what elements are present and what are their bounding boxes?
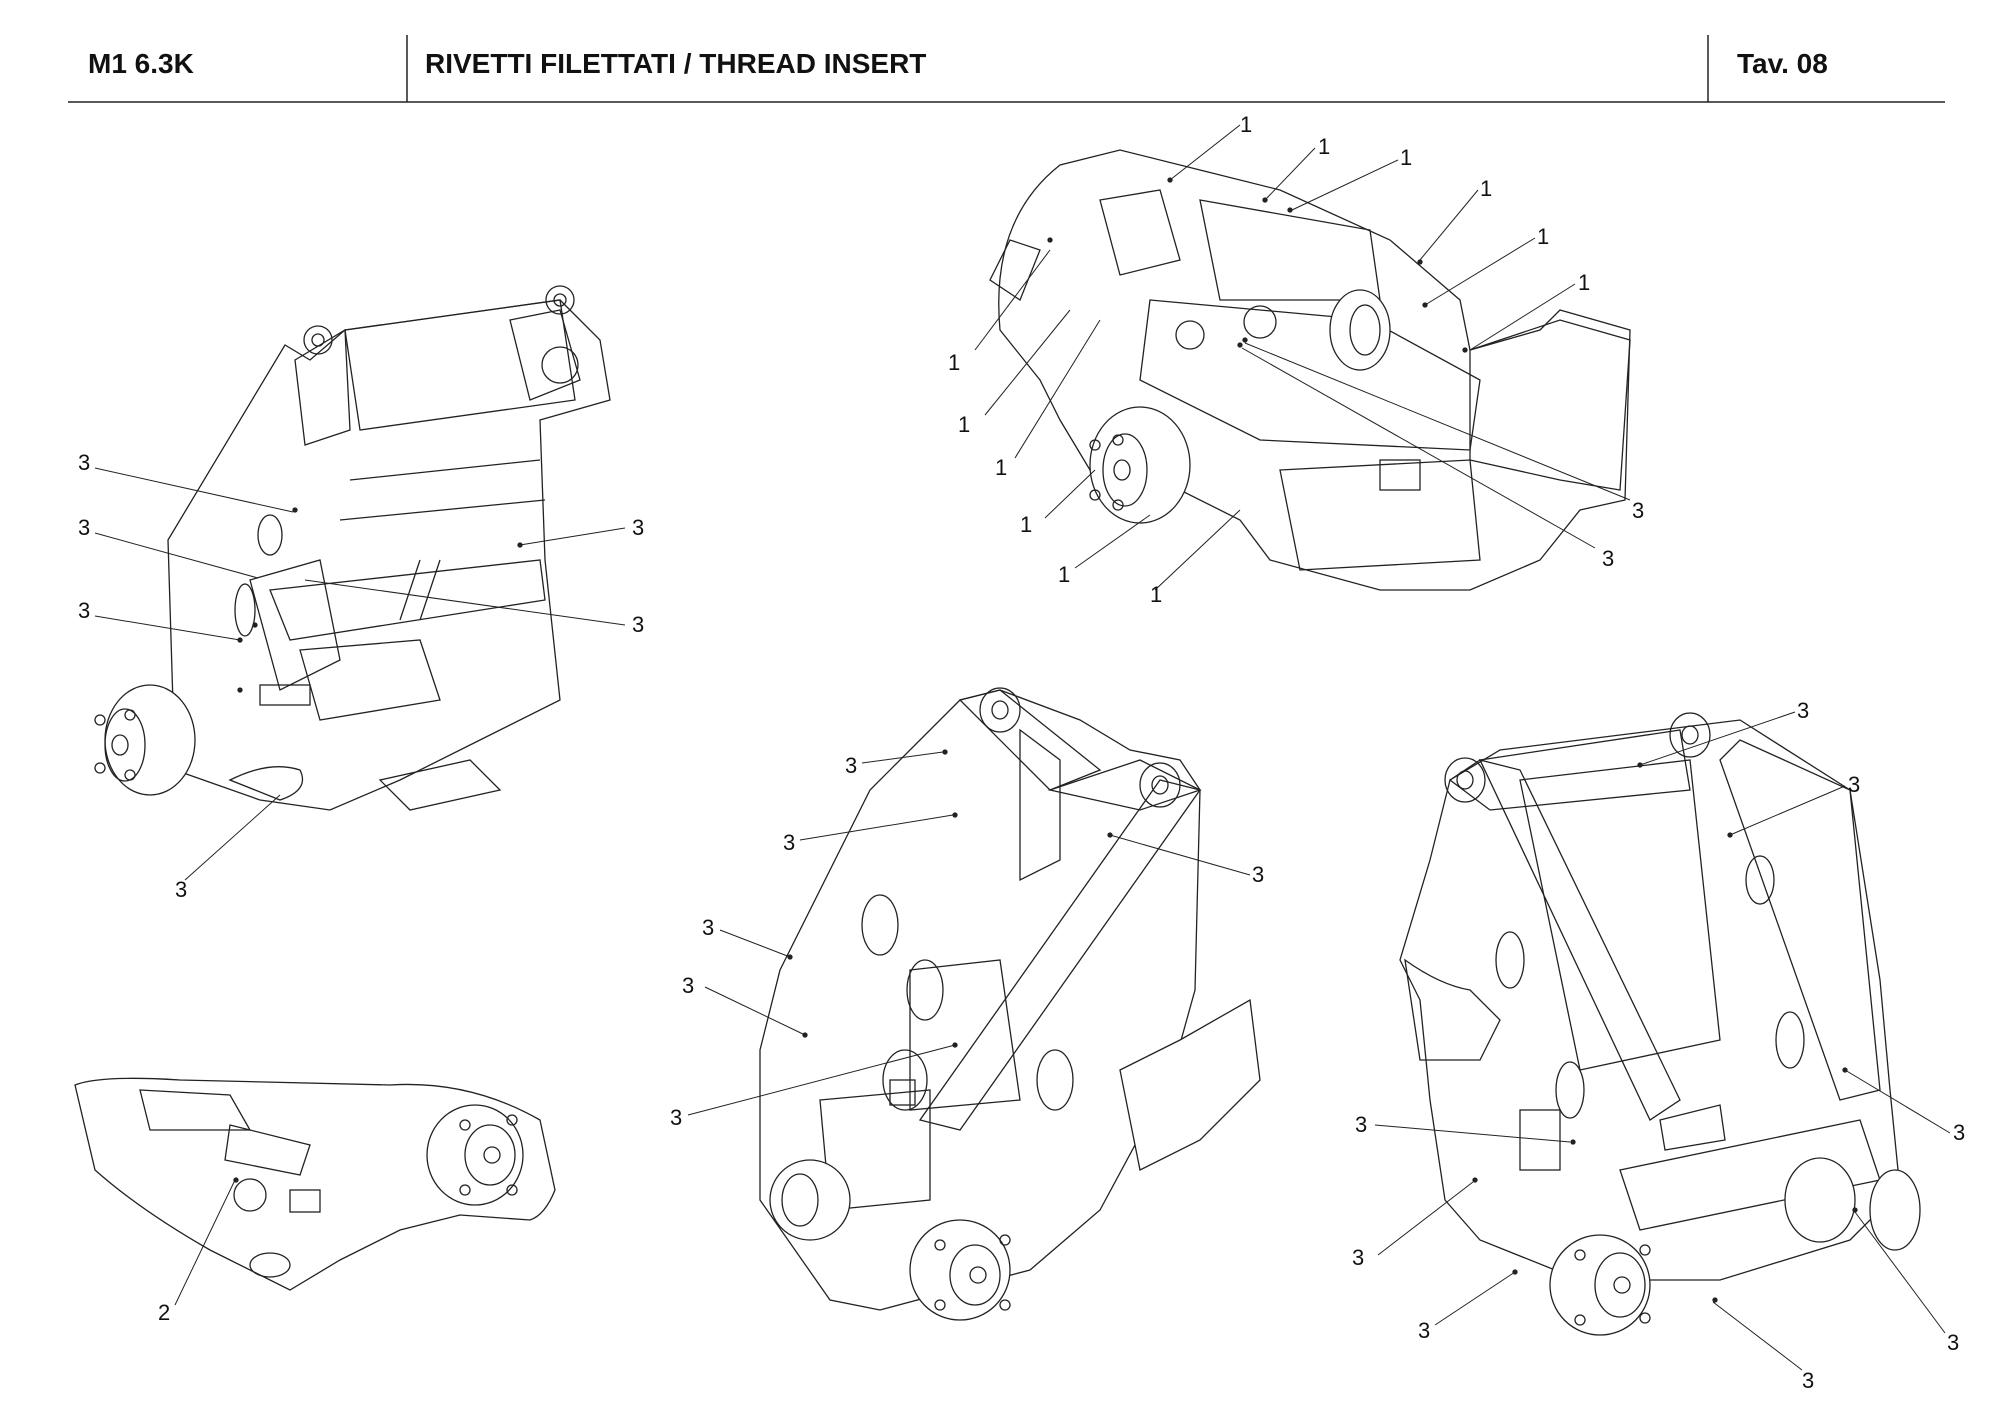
- callout-1: 1: [1150, 582, 1162, 607]
- callout-3: 3: [1953, 1120, 1965, 1145]
- callout-1: 1: [1578, 270, 1590, 295]
- callout-3: 3: [702, 915, 714, 940]
- callout-3: 3: [670, 1105, 682, 1130]
- callout-1: 1: [1240, 112, 1252, 137]
- callout-1: 1: [1537, 224, 1549, 249]
- callout-3: 3: [1418, 1318, 1430, 1343]
- callout-3: 3: [682, 973, 694, 998]
- callout-2: 2: [158, 1300, 170, 1325]
- callout-1: 1: [1058, 562, 1070, 587]
- callout-3: 3: [1632, 498, 1644, 523]
- header-bar: M1 6.3K RIVETTI FILETTATI / THREAD INSER…: [0, 0, 2000, 110]
- callout-1: 1: [958, 412, 970, 437]
- callout-3: 3: [1352, 1245, 1364, 1270]
- callout-3: 3: [1602, 546, 1614, 571]
- callout-3: 3: [1797, 698, 1809, 723]
- header-rules: [68, 35, 1945, 103]
- callout-3: 3: [783, 830, 795, 855]
- leader-lines: [94, 124, 1951, 1371]
- callout-3: 3: [78, 450, 90, 475]
- callout-3: 3: [1802, 1368, 1814, 1393]
- callout-1: 1: [995, 455, 1007, 480]
- callout-3: 3: [78, 515, 90, 540]
- callout-3: 3: [78, 598, 90, 623]
- callout-3: 3: [632, 515, 644, 540]
- callout-1: 1: [1318, 134, 1330, 159]
- view-right-rear-frame: [1399, 712, 1921, 1336]
- table-reference: Tav. 08: [1737, 48, 1828, 79]
- view-front-left-frame: [94, 285, 611, 811]
- view-bottom-base-plate: [74, 1077, 556, 1291]
- callout-3: 3: [1252, 862, 1264, 887]
- callout-1: 1: [1480, 176, 1492, 201]
- callout-3: 3: [632, 612, 644, 637]
- callout-3: 3: [1848, 772, 1860, 797]
- callout-labels: 3 3 3 3 3 3 1 1 1 1 1 1 1 1 1 1 1 1 3 3 …: [78, 112, 1965, 1393]
- page-title: RIVETTI FILETTATI / THREAD INSERT: [425, 48, 927, 79]
- callout-1: 1: [948, 350, 960, 375]
- callout-1: 1: [1400, 145, 1412, 170]
- callout-3: 3: [175, 877, 187, 902]
- callout-3: 3: [845, 753, 857, 778]
- callout-1: 1: [1020, 512, 1032, 537]
- model-code: M1 6.3K: [88, 48, 194, 79]
- view-top-chassis: [989, 149, 1631, 591]
- callout-3: 3: [1355, 1112, 1367, 1137]
- view-center-rear-frame: [759, 687, 1261, 1321]
- callout-3: 3: [1947, 1330, 1959, 1355]
